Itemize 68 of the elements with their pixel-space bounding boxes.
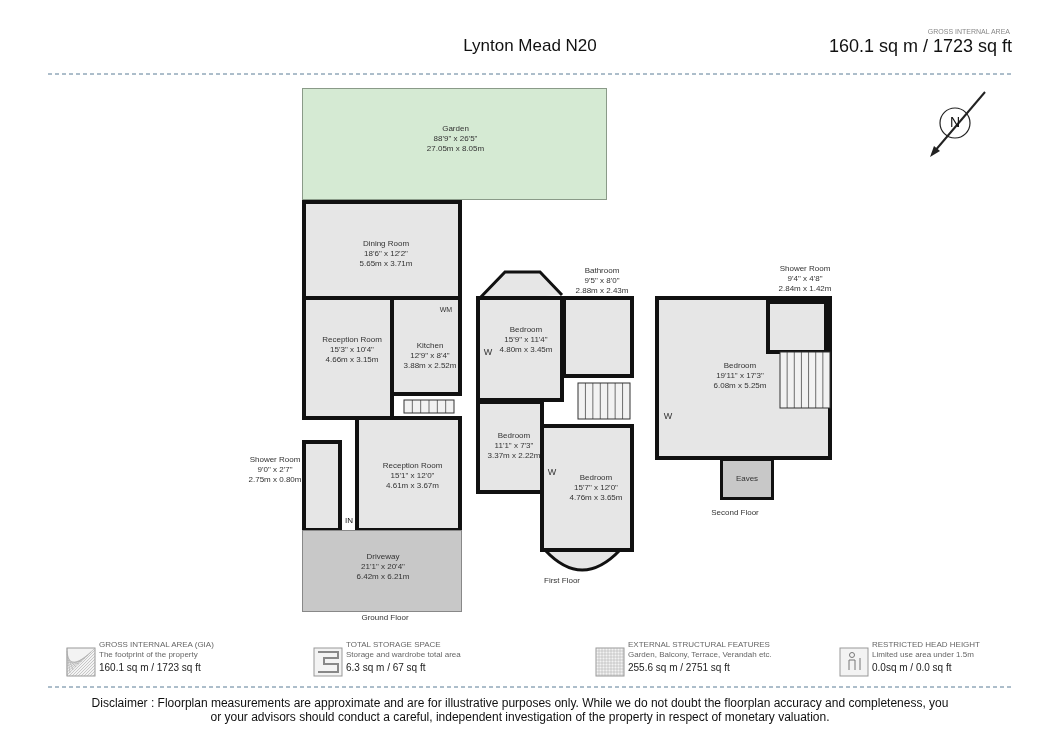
feature-heading: RESTRICTED HEAD HEIGHT [872,640,980,650]
room-dimensions: 6.08m x 5.25m [713,381,767,391]
feature-value: 6.3 sq m / 67 sq ft [346,662,426,674]
room-dimensions: 3.88m x 2.52m [403,361,457,371]
room-dimensions: 27.05m x 8.05m [426,144,485,154]
room-name: Shower Room [779,264,831,274]
room-name: Reception Room [382,461,443,471]
north-label: N [948,114,962,130]
room-dimensions: 88'9" x 26'5" [433,134,478,144]
room-name: Garden [442,124,469,134]
feature-description: Garden, Balcony, Terrace, Verandah etc. [628,650,772,660]
feature-value: 0.0sq m / 0.0 sq ft [872,662,952,674]
room-name: Bedroom [509,325,543,335]
room-name: Bathroom [584,266,620,276]
feature-description: Storage and wardrobe total area [346,650,461,660]
disclaimer-text: Disclaimer : Floorplan measurements are approximate and are for illustrative purposes only. While we do not doubt the floorplan accuracy and completeness, you or your advisors should conduct a careful, independent investigation of the property in respect of monetary valuation. [90,696,950,724]
room-name: Bedroom [579,473,613,483]
room-dimensions: 15'7" x 12'0" [574,483,618,493]
room-dimensions: 5.65m x 3.71m [359,259,413,269]
room-dimensions: 15'9" x 11'4" [504,335,548,345]
room-area [720,458,774,500]
room-dimensions: 18'6" x 12'2" [364,249,408,259]
room-dimensions: 19'11" x 17'3" [716,371,764,381]
entrance-label: IN [344,516,354,526]
room-dimensions: 6.42m x 6.21m [356,572,410,582]
room-dimensions: 9'4" x 4'8" [787,274,823,284]
wardrobe-label: W [482,347,494,358]
floor-name: Ground Floor [360,613,410,623]
room-name: Reception Room [322,335,382,345]
room-dimensions: 4.66m x 3.15m [325,355,379,365]
driveway-area [302,530,462,612]
room-dimensions: 2.75m x 0.80m [248,475,302,485]
room-area [476,400,544,494]
floor-name: First Floor [543,576,581,586]
room-dimensions: 15'3" x 10'4" [330,345,374,355]
feature-value: 160.1 sq m / 1723 sq ft [99,662,201,674]
room-dimensions: 2.88m x 2.43m [575,286,629,296]
feature-heading: TOTAL STORAGE SPACE [346,640,441,650]
floor-name: Second Floor [710,508,760,518]
feature-description: Limited use area under 1.5m [872,650,974,660]
room-dimensions: 4.80m x 3.45m [499,345,553,355]
garden-area [302,88,607,200]
area-value: 160.1 sq m / 1723 sq ft [827,36,1012,56]
room-name: Dining Room [362,239,410,249]
room-dimensions: 21'1" x 20'4" [361,562,405,572]
feature-heading: EXTERNAL STRUCTURAL FEATURES [628,640,770,650]
feature-heading: GROSS INTERNAL AREA (GIA) [99,640,214,650]
feature-description: The footprint of the property [99,650,198,660]
room-name: Driveway [366,552,400,562]
room-dimensions: 15'1" x 12'0" [390,471,435,481]
room-name: Eaves [735,474,759,484]
room-name: Shower Room [249,455,301,465]
room-dimensions: 12'9" x 8'4" [410,351,450,361]
wardrobe-label: W [546,467,558,478]
room-name: Bedroom [723,361,757,371]
room-dimensions: 11'1" x 7'3" [494,441,534,451]
room-dimensions: 4.61m x 3.67m [386,481,439,491]
plan-title: Lynton Mead N20 [462,36,598,56]
room-name: Bedroom [497,431,531,441]
room-area [355,416,462,532]
feature-value: 255.6 sq m / 2751 sq ft [628,662,730,674]
room-name: Kitchen [416,341,444,351]
room-dimensions: 3.37m x 2.22m [487,451,541,461]
room-dimensions: 9'0" x 2'7" [257,465,293,475]
wardrobe-label: W [662,411,674,422]
room-dimensions: 4.76m x 3.65m [569,493,623,503]
room-dimensions: 2.84m x 1.42m [778,284,832,294]
room-dimensions: 9'5" x 8'0" [584,276,620,286]
